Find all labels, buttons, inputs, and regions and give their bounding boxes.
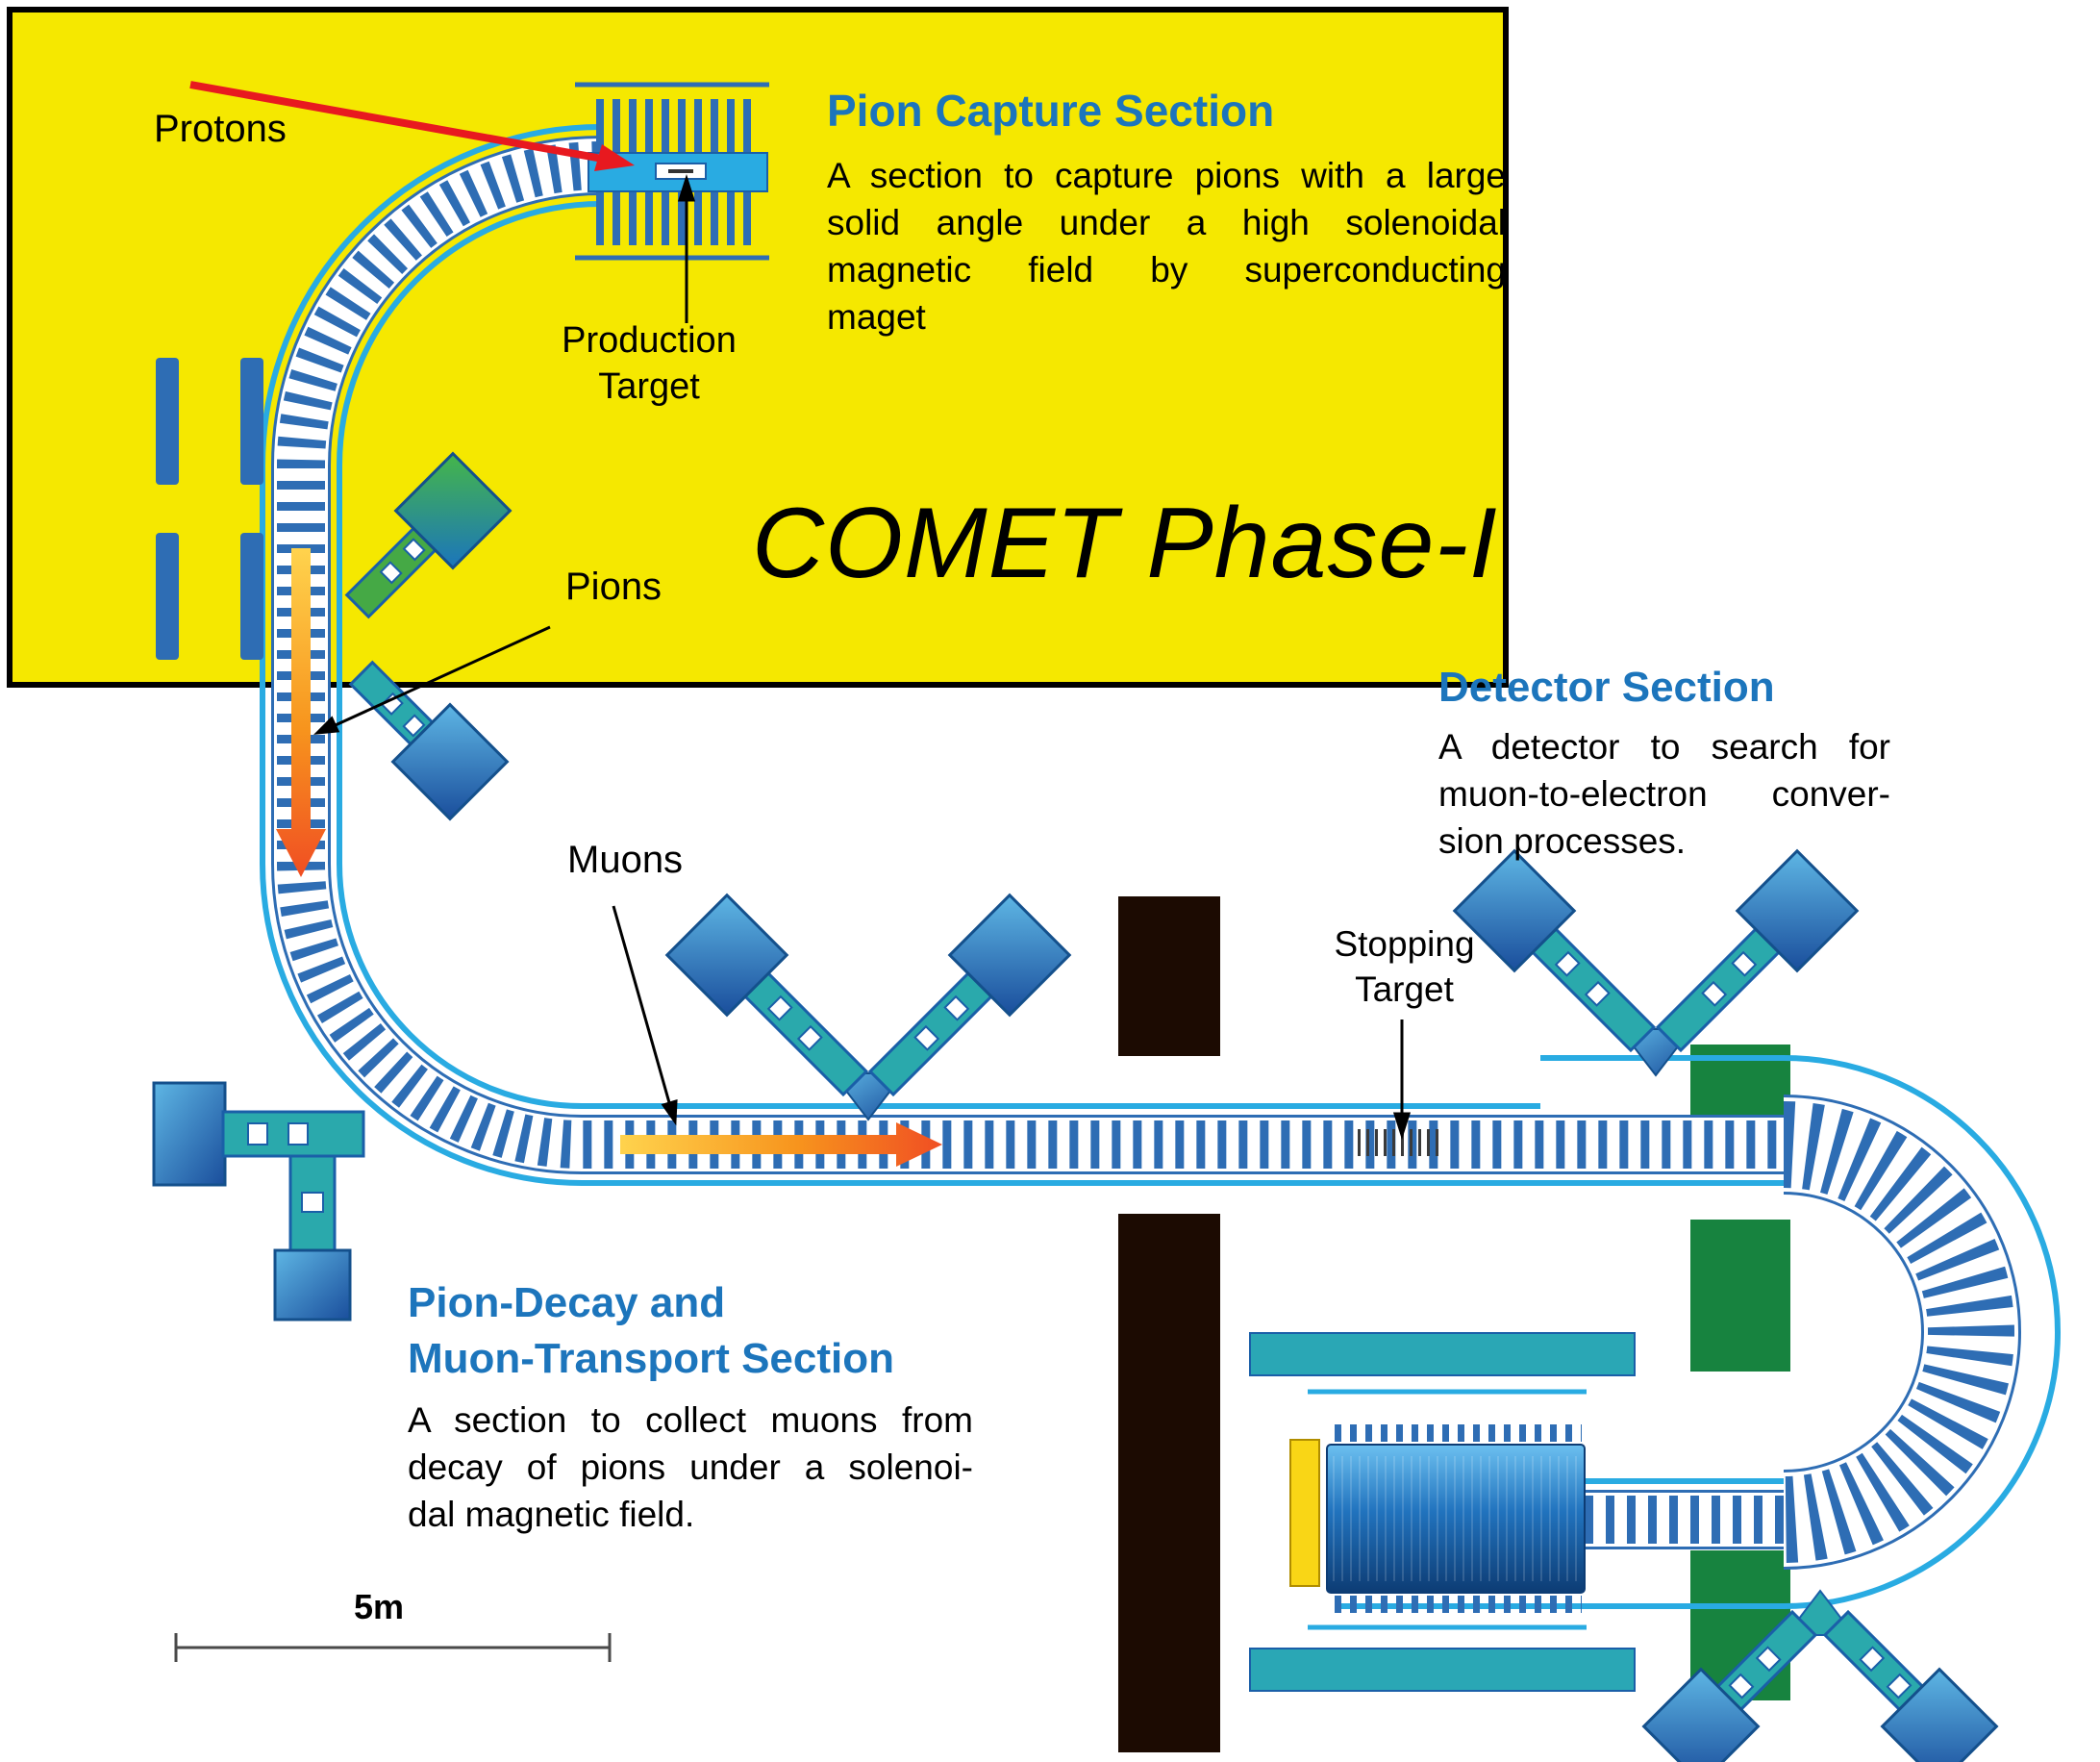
beamline-coil-bars (156, 358, 263, 660)
detector-heading: Detector Section (1438, 664, 1775, 711)
pions-label: Pions (565, 566, 662, 608)
muon-beam-arrow (620, 1122, 942, 1167)
detector-body: A detector to search for muon-to-electro… (1438, 727, 1890, 861)
service-port-capture-bend (344, 451, 512, 821)
service-port-lower-left (152, 1081, 365, 1322)
proton-beam-arrow (189, 81, 635, 171)
transport-heading: Pion-Decay and Muon-Transport Section (408, 1279, 894, 1382)
transport-body: A section to collect muons from decay of… (408, 1400, 973, 1534)
stopping-target-label: Stopping Target (1334, 924, 1475, 1009)
pion-beam-arrow (276, 548, 326, 877)
detector-endcap (1289, 1439, 1320, 1587)
protons-label: Protons (154, 108, 287, 150)
production-target-assembly (575, 82, 769, 261)
muons-label: Muons (567, 839, 684, 881)
service-port-top-center (664, 893, 1072, 1121)
detector-shield-bars (1249, 1332, 1636, 1692)
annotation-arrows (312, 174, 1412, 1140)
pion-capture-heading: Pion Capture Section (827, 86, 1275, 136)
radiation-shield-wall (1118, 896, 1220, 1752)
service-port-bottom-right (1641, 1589, 1999, 1762)
production-target-label: Production Target (562, 320, 737, 407)
diagram-title: COMET Phase-I (752, 488, 1498, 599)
detector-solenoid (1289, 1424, 1586, 1613)
electron-spectrometer-bend (1782, 1095, 2021, 1570)
scale-label: 5m (354, 1587, 405, 1626)
service-port-top-right (1452, 848, 1860, 1077)
scale-bar (174, 1633, 612, 1662)
pion-capture-body: A section to capture pions with a large … (827, 156, 1506, 337)
